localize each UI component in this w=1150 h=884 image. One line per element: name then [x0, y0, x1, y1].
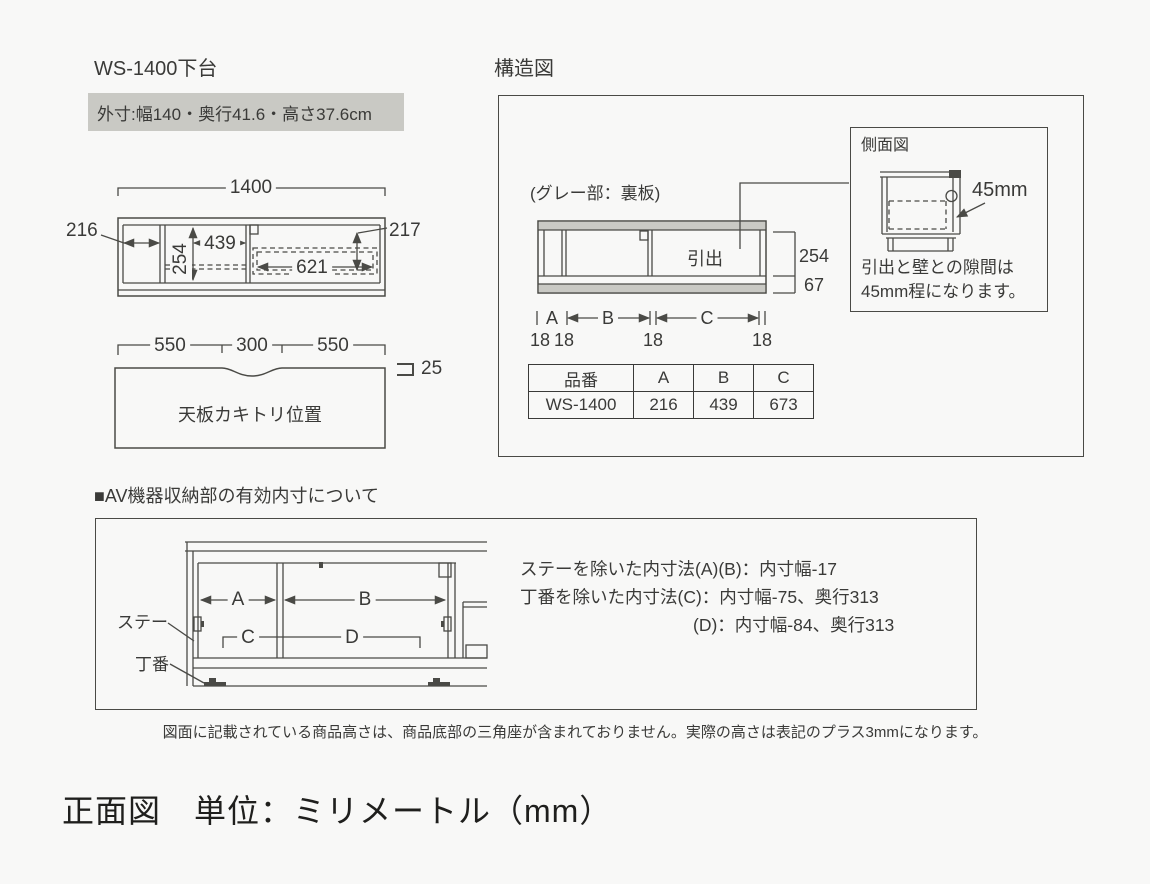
col-header-c: C [753, 364, 814, 392]
side-view-box [850, 127, 1048, 312]
col-header-item: 品番 [528, 364, 634, 392]
front-right-width: 217 [389, 220, 421, 241]
thickness-1: 18 [529, 330, 551, 350]
structure-diagram-box [498, 95, 1084, 457]
footer-note: 図面に記載されている商品高さは、商品底部の三角座が含まれておりません。実際の高さ… [162, 724, 988, 741]
av-note-line3: (D)：内寸幅-84、奥行313 [693, 615, 895, 635]
av-storage-box [95, 518, 977, 710]
av-dim-a: A [227, 589, 249, 611]
section-c-label: C [696, 308, 718, 329]
spec-table-row: WS-1400 216 439 673 [528, 391, 814, 419]
thickness-2: 18 [553, 330, 575, 350]
gap-note-line1: 引出と壁との隙間は [861, 258, 1014, 277]
cutout-right-width: 550 [313, 335, 353, 357]
col-header-b: B [693, 364, 754, 392]
structure-title: 構造図 [494, 58, 554, 80]
cutout-depth: 25 [397, 358, 442, 380]
cutout-label: 天板カキトリ位置 [178, 405, 322, 425]
av-dim-c: C [237, 627, 259, 649]
drawer-label: 引出 [687, 249, 723, 269]
cell-model: WS-1400 [528, 391, 634, 419]
gray-part-note: (グレー部：裏板) [530, 184, 661, 203]
thickness-3: 18 [642, 330, 664, 350]
outer-dimensions-text: 外寸:幅140・奥行41.6・高さ37.6cm [97, 104, 372, 124]
front-left-width: 216 [66, 220, 98, 241]
side-view-title: 側面図 [861, 137, 910, 154]
depth-symbol [397, 363, 414, 376]
front-middle-width: 439 [200, 233, 240, 255]
av-heading: ■AV機器収納部の有効内寸について [94, 486, 380, 506]
cell-c: 673 [753, 391, 814, 419]
av-note-line1: ステーを除いた内寸法(A)(B)：内寸幅-17 [520, 559, 837, 579]
thickness-4: 18 [751, 330, 773, 350]
av-dim-b: B [354, 589, 376, 611]
structure-base-height: 67 [804, 275, 825, 295]
cell-b: 439 [693, 391, 754, 419]
cutout-center-width: 300 [232, 335, 272, 357]
section-b-label: B [597, 308, 619, 329]
spec-table-header-row: 品番 A B C [528, 364, 814, 392]
front-inner-height: 254 [170, 239, 192, 279]
section-a-label: A [541, 308, 563, 329]
cutout-drawing [114, 344, 386, 449]
col-header-a: A [633, 364, 694, 392]
depth-value: 25 [421, 358, 443, 379]
front-total-width: 1400 [225, 177, 277, 199]
product-title: WS-1400下台 [94, 58, 218, 80]
stay-label: ステー [117, 613, 168, 632]
cutout-left-width: 550 [150, 335, 190, 357]
structure-inner-height: 254 [799, 246, 830, 266]
outer-dimensions-badge: 外寸:幅140・奥行41.6・高さ37.6cm [88, 93, 404, 131]
av-note-line2: 丁番を除いた内寸法(C)：内寸幅-75、奥行313 [520, 587, 879, 607]
gap-label: 45mm [972, 179, 1028, 201]
cell-a: 216 [633, 391, 694, 419]
front-view-drawing [100, 187, 388, 297]
spec-table: 品番 A B C WS-1400 216 439 673 [528, 364, 814, 419]
gap-note-line2: 45mm程になります。 [861, 282, 1026, 301]
hinge-label: 丁番 [135, 655, 169, 674]
page-bottom-title: 正面図 単位：ミリメートル（mm） [62, 793, 613, 829]
front-drawer-width: 621 [292, 257, 332, 279]
av-dim-d: D [341, 627, 363, 649]
